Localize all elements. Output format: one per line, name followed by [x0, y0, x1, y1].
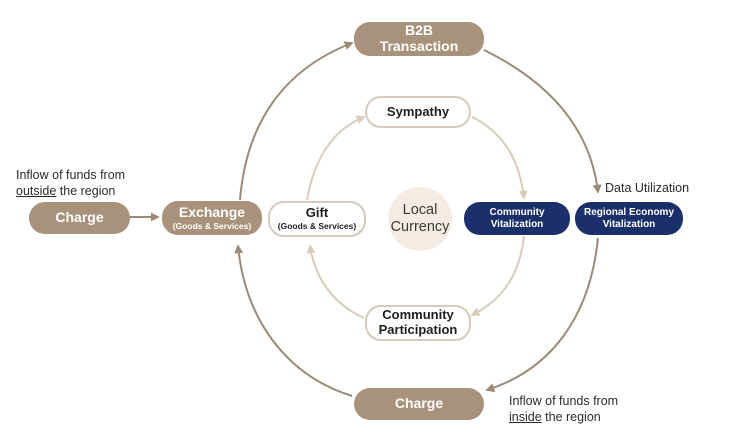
outside-line1: Inflow of funds from: [16, 168, 126, 182]
gift-node: Gift (Goods & Services): [268, 201, 366, 237]
arrow-gift-to-sympathy: [306, 115, 366, 201]
arrow-exchange-to-b2b: [239, 41, 354, 201]
b2b-transaction-node: B2B Transaction: [354, 22, 484, 56]
outside-rest: the region: [56, 183, 116, 198]
charge-inside-label: Charge: [394, 395, 444, 412]
regional-economy-line1: Regional Economy: [583, 207, 674, 219]
outside-emph: outside: [16, 183, 57, 198]
inside-rest: the region: [541, 409, 601, 424]
charge-inside-node: Charge: [354, 388, 484, 420]
exchange-node: Exchange (Goods & Services): [162, 201, 262, 235]
community-vitalization-line1: Community: [489, 207, 545, 219]
arrow-community-to-participation: [470, 235, 525, 316]
inside-line1: Inflow of funds from: [509, 394, 619, 408]
community-vitalization-line2: Vitalization: [490, 218, 544, 230]
participation-line1: Community: [382, 307, 454, 323]
charge-outside-label: Charge: [55, 209, 104, 226]
arrow-sympathy-to-community: [471, 116, 528, 200]
arrow-participation-to-gift: [306, 244, 365, 319]
data-utilization-label: Data Utilization: [605, 181, 690, 195]
b2b-line1: B2B: [404, 22, 433, 39]
regional-economy-node: Regional Economy Vitalization: [575, 202, 683, 235]
inside-emph: inside: [509, 409, 542, 424]
community-vitalization-node: Community Vitalization: [464, 202, 570, 235]
community-participation-node: Community Participation: [365, 305, 471, 341]
exchange-sub: (Goods & Services): [172, 220, 252, 231]
gift-sub: (Goods & Services): [277, 221, 357, 232]
exchange-label: Exchange: [178, 203, 246, 220]
outside-inflow-note: Inflow of funds from outside the region: [16, 168, 125, 199]
arrow-regional-to-charge: [485, 237, 599, 393]
gift-label: Gift: [305, 205, 329, 221]
inside-inflow-note: Inflow of funds from inside the region: [509, 394, 618, 425]
center-line1: Local: [402, 201, 438, 218]
arrow-charge-to-exchange: [234, 244, 353, 397]
sympathy-node: Sympathy: [365, 96, 471, 128]
participation-line2: Participation: [378, 322, 458, 337]
b2b-line2: Transaction: [379, 38, 459, 54]
sympathy-label: Sympathy: [386, 103, 450, 119]
regional-economy-line2: Vitalization: [602, 218, 656, 230]
charge-outside-node: Charge: [29, 202, 130, 234]
arrow-b2b-to-regional: [483, 49, 602, 194]
center-line2: Currency: [390, 219, 450, 235]
local-currency-disc: Local Currency: [388, 187, 452, 251]
